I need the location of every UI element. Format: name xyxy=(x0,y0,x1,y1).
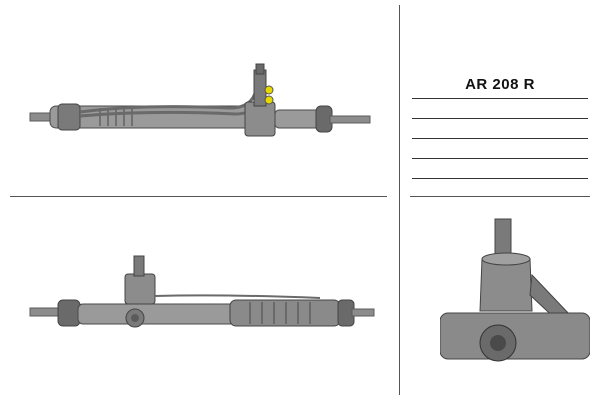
horizontal-divider-left xyxy=(10,196,387,197)
steering-rack-top-view-photo xyxy=(20,50,380,150)
spec-line xyxy=(412,118,588,119)
pinion-closeup-photo xyxy=(440,215,590,375)
spec-line xyxy=(412,98,588,99)
spec-line xyxy=(412,178,588,179)
vertical-divider xyxy=(399,5,400,395)
part-number-label: AR 208 R xyxy=(465,76,535,90)
spec-line xyxy=(412,158,588,159)
steering-rack-front-view-photo xyxy=(20,250,380,340)
spec-line xyxy=(412,138,588,139)
horizontal-divider-right xyxy=(410,196,590,197)
